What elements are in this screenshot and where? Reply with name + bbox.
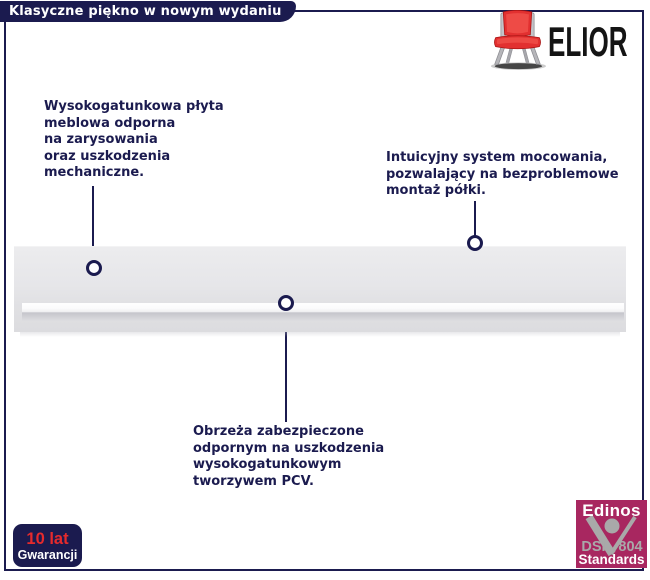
standards-code-804: 804 bbox=[618, 539, 643, 555]
callout-line-material bbox=[92, 186, 94, 261]
annotation-edges: Obrzeża zabezpieczone odpornym na uszkod… bbox=[193, 424, 385, 489]
annotation-mounting: Intuicyjny system mocowania, pozwalający… bbox=[386, 150, 619, 198]
header-banner: Klasyczne piękno w nowym wydaniu bbox=[0, 1, 296, 22]
standards-badge: Edinos DSI 804 Standards bbox=[576, 500, 647, 568]
brand-logo: ELIOR bbox=[489, 9, 644, 74]
shelf-product-image bbox=[14, 246, 626, 337]
callout-marker-mounting bbox=[467, 235, 483, 251]
shelf-board-shadow bbox=[22, 312, 624, 321]
standards-code-dsi: DSI bbox=[581, 539, 606, 555]
callout-marker-edges bbox=[278, 295, 294, 311]
warranty-years: 10 lat bbox=[26, 529, 69, 548]
shelf-board bbox=[22, 303, 624, 312]
brand-wordmark: ELIOR bbox=[548, 18, 628, 65]
callout-line-edges bbox=[285, 310, 287, 422]
standards-label: Standards bbox=[578, 552, 645, 567]
callout-line-mounting bbox=[474, 201, 476, 236]
red-chair-icon bbox=[489, 9, 546, 74]
standards-brand: Edinos bbox=[582, 501, 641, 520]
warranty-label: Gwarancji bbox=[17, 547, 78, 562]
warranty-badge: 10 lat Gwarancji bbox=[13, 524, 82, 567]
annotation-material: Wysokogatunkowa płyta meblowa odporna na… bbox=[44, 99, 224, 180]
banner-title: Klasyczne piękno w nowym wydaniu bbox=[9, 4, 282, 19]
callout-marker-material bbox=[86, 260, 102, 276]
shelf-drop-shadow bbox=[20, 332, 620, 337]
